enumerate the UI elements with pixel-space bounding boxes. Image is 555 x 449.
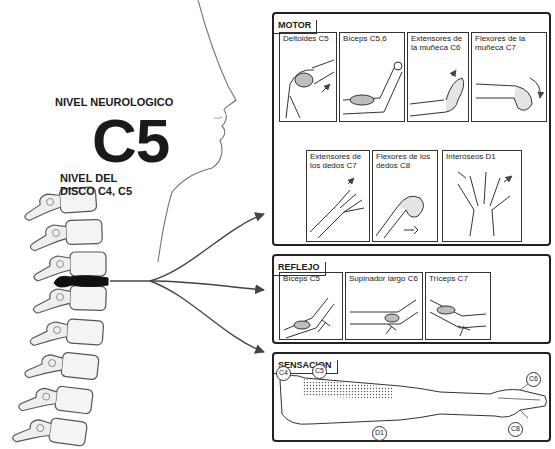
dermatome-callout: C6 [526,372,541,387]
test-box: Flexores de los dedos C8 [372,150,438,242]
test-box: Extensores de los dedos C7 [306,150,370,242]
box-caption: Extensores de la muñeca C6 [408,33,468,55]
test-box: Extensores de la muñeca C6 [407,32,469,122]
section-panel: REFLEJOBíceps C5 Supinador largo C6 Trícep… [272,254,551,344]
box-caption: Flexores de los dedos C8 [373,151,437,173]
level-number: C5 [92,110,169,172]
dermatome-callout: C4 [276,366,291,381]
test-box: Flexores de la muñeca C7 [471,32,547,122]
test-box: Tríceps C7 [425,272,491,340]
box-caption: Extensores de los dedos C7 [307,151,369,173]
disc-level: NIVEL DEL DISCO C4, C5 [60,172,142,197]
test-box: Interóseos D1 [442,150,522,242]
dermatome-callout: C8 [508,422,523,437]
box-caption: Deltoides C5 [280,33,336,46]
dermatome-callout: D1 [372,426,387,441]
test-box: Bíceps C5 [279,272,343,340]
dermatome-callout: C5 [312,364,327,379]
section-panel: MOTORDeltoides C5Bíceps C5,6Extensores d… [272,12,551,246]
box-caption: Supinador largo C6 [346,273,422,286]
box-caption: Tríceps C7 [426,273,490,286]
box-caption: Flexores de la muñeca C7 [472,33,546,55]
test-box: Deltoides C5 [279,32,337,122]
box-caption: Interóseos D1 [443,151,521,164]
test-box: Supinador largo C6 [345,272,423,340]
test-box: Bíceps C5,6 [339,32,405,122]
panel-title: REFLEJO [274,262,326,276]
box-caption: Bíceps C5 [280,273,342,286]
level-heading: NIVEL NEUROLOGICO [55,96,173,109]
box-caption: Bíceps C5,6 [340,33,404,46]
